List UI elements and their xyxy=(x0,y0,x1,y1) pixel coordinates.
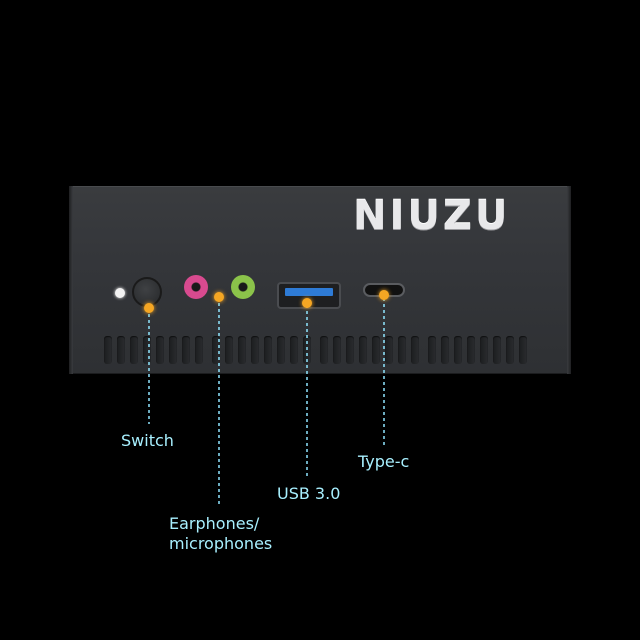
vent-slot xyxy=(264,336,272,364)
vent-slot xyxy=(480,336,488,364)
vent-slot xyxy=(441,336,449,364)
vent-slot xyxy=(372,336,380,364)
label-earphones: Earphones/ microphones xyxy=(169,514,272,554)
vent-slot xyxy=(182,336,190,364)
vent-slot xyxy=(467,336,475,364)
vent-slot xyxy=(398,336,406,364)
label-usb: USB 3.0 xyxy=(277,484,341,503)
usb-port-tongue xyxy=(285,288,333,296)
callout-dot-usb xyxy=(302,298,312,308)
callout-dot-typec xyxy=(379,290,389,300)
callout-dot-switch xyxy=(144,303,154,313)
power-led xyxy=(115,288,125,298)
vent-slot xyxy=(320,336,328,364)
label-switch: Switch xyxy=(121,431,174,450)
vent-slot xyxy=(519,336,527,364)
vent-slot xyxy=(169,336,177,364)
vent-slot xyxy=(104,336,112,364)
vent-group xyxy=(428,336,532,364)
vent-slot xyxy=(359,336,367,364)
callout-dot-earphones xyxy=(214,292,224,302)
label-earphones-line1: Earphones/ xyxy=(169,514,260,533)
vent-slot xyxy=(156,336,164,364)
label-earphones-line2: microphones xyxy=(169,534,273,553)
vent-slot xyxy=(251,336,259,364)
earphone-jack xyxy=(231,275,255,299)
vent-slot xyxy=(428,336,436,364)
vent-group xyxy=(104,336,208,364)
vent-slot xyxy=(195,336,203,364)
vent-slot xyxy=(506,336,514,364)
brand-logo: NIUZU xyxy=(353,193,511,239)
vent-slots xyxy=(104,336,534,364)
vent-slot xyxy=(346,336,354,364)
vent-group xyxy=(320,336,424,364)
vent-slot xyxy=(411,336,419,364)
vent-slot xyxy=(454,336,462,364)
vent-slot xyxy=(212,336,220,364)
vent-group xyxy=(212,336,316,364)
vent-slot xyxy=(277,336,285,364)
vent-slot xyxy=(225,336,233,364)
label-typec: Type-c xyxy=(358,452,410,471)
vent-slot xyxy=(117,336,125,364)
vent-slot xyxy=(385,336,393,364)
vent-slot xyxy=(238,336,246,364)
vent-slot xyxy=(333,336,341,364)
power-switch xyxy=(132,277,162,307)
microphone-jack xyxy=(184,275,208,299)
vent-slot xyxy=(143,336,151,364)
vent-slot xyxy=(290,336,298,364)
vent-slot xyxy=(303,336,311,364)
vent-slot xyxy=(130,336,138,364)
vent-slot xyxy=(493,336,501,364)
